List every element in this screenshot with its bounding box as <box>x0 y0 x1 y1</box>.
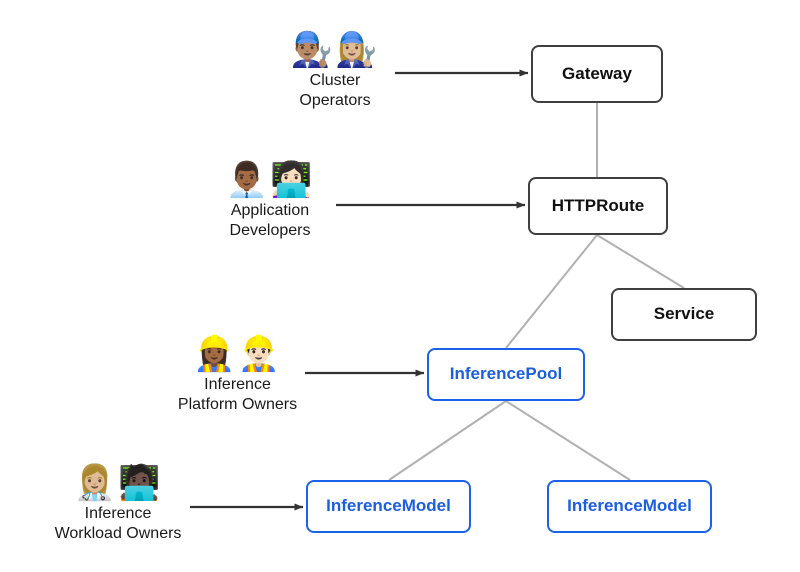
persona-label-line: Operators <box>299 91 371 109</box>
persona-label-line: Application <box>230 201 310 219</box>
node-label-inferencemodel-right: InferenceModel <box>567 496 692 516</box>
persona-arrows <box>190 69 529 511</box>
health-worker-woman-icon: 👩🏼‍⚕️🧑🏿‍💻 <box>73 464 163 502</box>
node-label-service: Service <box>653 304 715 324</box>
office-worker-man-icon: 👨🏾‍💼👩🏻‍💻 <box>225 161 315 199</box>
edge-httproute-to-inferencepool <box>505 234 598 349</box>
construction-worker-woman-icon: 👷🏾‍♀️👷🏻‍♂️ <box>193 335 282 373</box>
edge-inferencepool-to-inferencemodel-right <box>505 400 631 481</box>
node-inferencemodel-left[interactable]: InferenceModel <box>306 480 471 533</box>
node-service[interactable]: Service <box>611 288 757 341</box>
edge-inferencepool-to-inferencemodel-left <box>388 400 507 481</box>
persona-label-line: Inference <box>84 504 152 522</box>
node-label-inferencemodel-left: InferenceModel <box>326 496 451 516</box>
mechanic-man-icon: 👨🏽‍🔧👩🏼‍🔧 <box>290 31 380 69</box>
node-label-inferencepool: InferencePool <box>449 364 563 384</box>
persona-label-line: Workload Owners <box>54 524 182 542</box>
persona-label-line: Developers <box>229 221 311 239</box>
node-inferencepool[interactable]: InferencePool <box>427 348 585 401</box>
node-inferencemodel-right[interactable]: InferenceModel <box>547 480 712 533</box>
node-label-gateway: Gateway <box>562 63 632 83</box>
persona-label-line: Inference <box>204 375 271 393</box>
node-label-httproute: HTTPRoute <box>551 195 645 215</box>
persona-label-line: Platform Owners <box>177 395 298 413</box>
edge-httproute-to-service <box>596 234 685 289</box>
node-gateway[interactable]: Gateway <box>531 45 663 103</box>
persona-label-line: Cluster <box>309 71 361 89</box>
node-httproute[interactable]: HTTPRoute <box>528 177 668 235</box>
